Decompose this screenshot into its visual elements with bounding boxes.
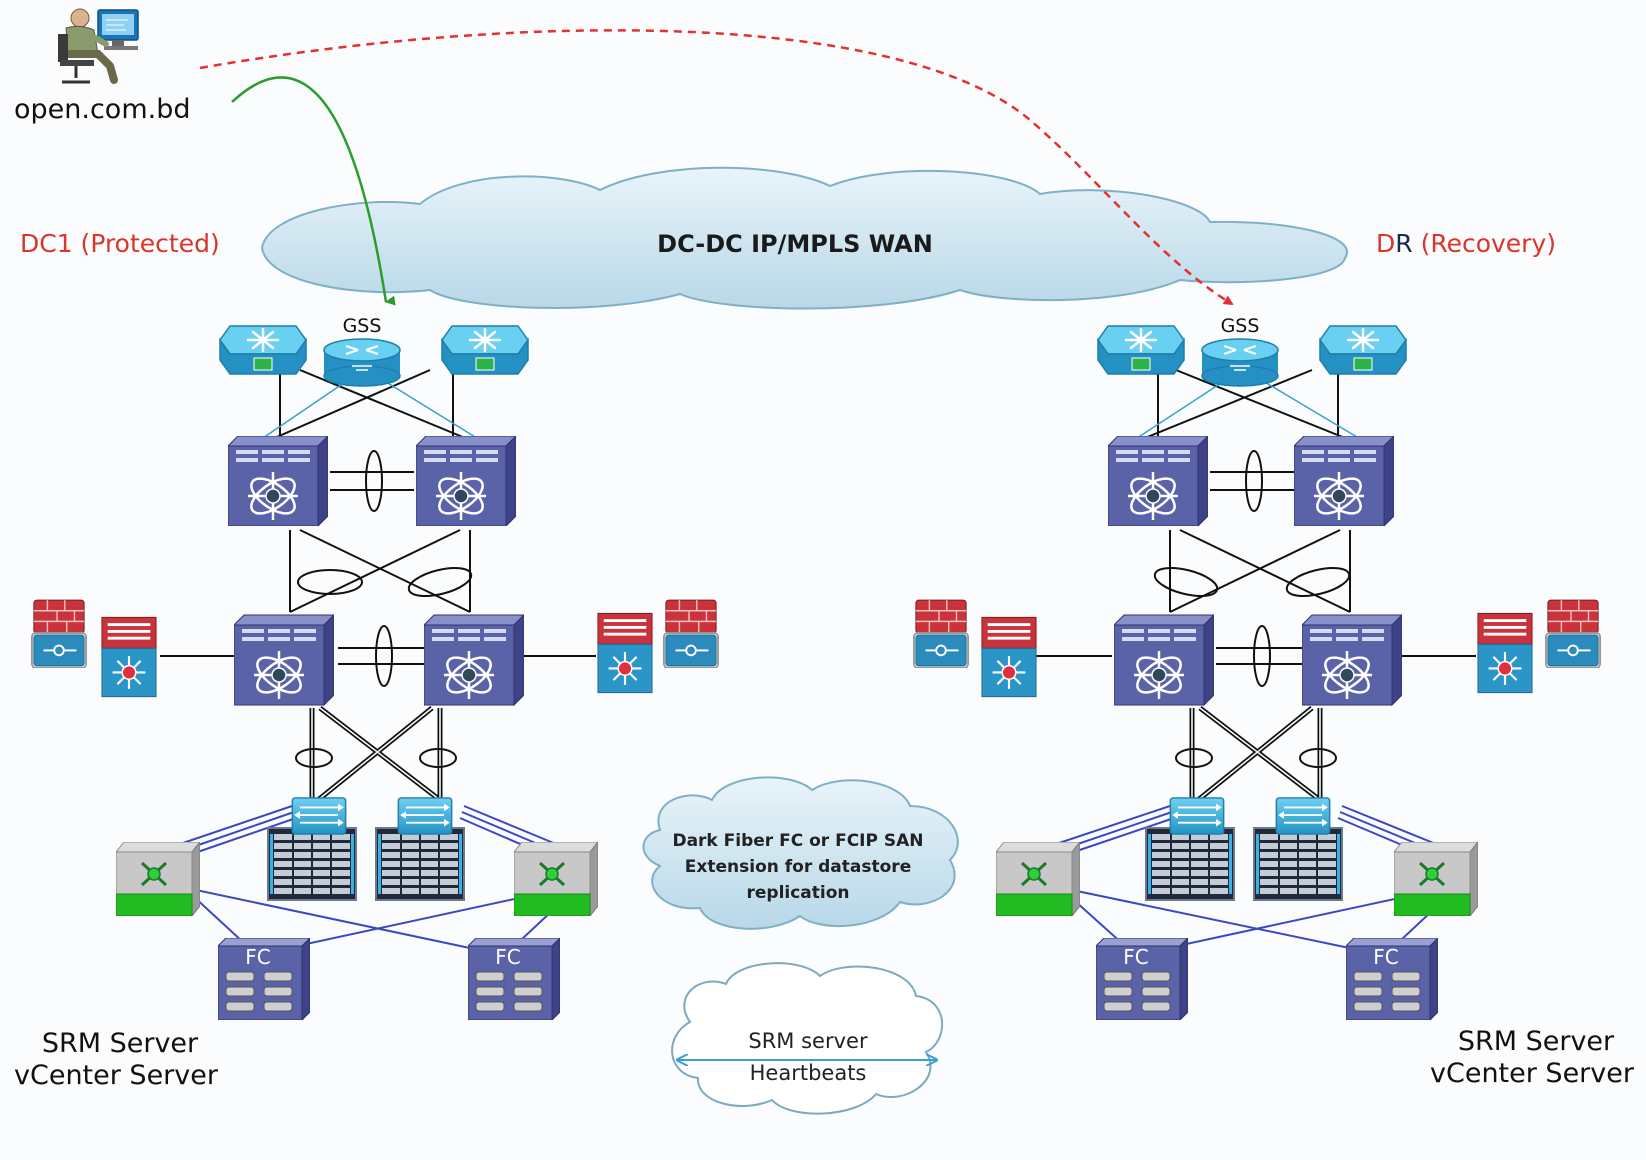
wan-cloud-label: DC-DC IP/MPLS WAN [657,230,933,258]
site-label-protected: DC1 (Protected) [20,229,220,258]
heartbeat-line1: SRM server [748,1029,868,1053]
dc-left: GSS FC FC SRM Server vCenter Server [14,315,720,1091]
gss-router-icon [1200,337,1280,388]
aggregation-switch-icon [1294,436,1394,526]
blade-server-icon [1145,827,1235,901]
gss-label: GSS [1221,315,1260,337]
blade-server-icon [267,827,357,901]
wan-cloud: DC-DC IP/MPLS WAN [260,166,1348,310]
fc-label: FC [245,945,270,969]
storage-switch-icon [1394,842,1478,916]
fabric-extender-icon [1169,796,1225,836]
site-label-recovery-r: R [1395,229,1412,258]
dc-right: GSS FC FC SRM Server vCenter Server [912,315,1635,1089]
access-switch-icon [1302,613,1402,707]
san-extension-cloud: Dark Fiber FC or FCIP SAN Extension for … [642,776,959,930]
fc-label: FC [1123,945,1148,969]
access-switch-icon [424,613,524,707]
services-switch-icon [100,616,158,698]
heartbeat-line2: Heartbeats [750,1061,867,1085]
san-cloud-line2: Extension for datastore [685,857,911,877]
aggregation-switch-icon [416,436,516,526]
services-switch-icon [1476,612,1534,694]
storage-switch-icon [514,842,598,916]
gss-label: GSS [343,315,382,337]
site-label-recovery-d: D [1376,229,1395,258]
heartbeat-cloud: SRM server Heartbeats [671,962,944,1115]
site-server-line1: SRM Server [42,1028,199,1059]
site-label-recovery-rest: (Recovery) [1413,229,1556,258]
core-router-icon [218,324,308,376]
core-router-icon [1096,324,1186,376]
services-switch-icon [596,612,654,694]
aggregation-switch-icon [228,436,328,526]
storage-switch-icon [116,842,200,916]
storage-switch-icon [996,842,1080,916]
user-to-dc1-arrow [231,76,396,306]
gss-router-icon [322,337,402,388]
user-label: open.com.bd [14,94,191,125]
core-router-icon [1318,324,1408,376]
blade-server-icon [375,827,465,901]
access-switch-icon [1114,613,1214,707]
fc-label: FC [495,945,520,969]
san-cloud-line3: replication [746,883,849,903]
san-cloud-line1: Dark Fiber FC or FCIP SAN [672,831,923,851]
fabric-extender-icon [291,796,347,836]
fabric-extender-icon [397,796,453,836]
blade-server-icon [1253,827,1343,901]
site-server-line1: SRM Server [1458,1026,1615,1057]
core-router-icon [440,324,530,376]
site-server-line2: vCenter Server [14,1060,219,1091]
services-switch-icon [980,616,1038,698]
aggregation-switch-icon [1108,436,1208,526]
fabric-extender-icon [1275,796,1331,836]
site-server-line2: vCenter Server [1430,1058,1635,1089]
access-switch-icon [234,613,334,707]
fc-label: FC [1373,945,1398,969]
site-label-recovery: DR (Recovery) [1376,229,1556,258]
